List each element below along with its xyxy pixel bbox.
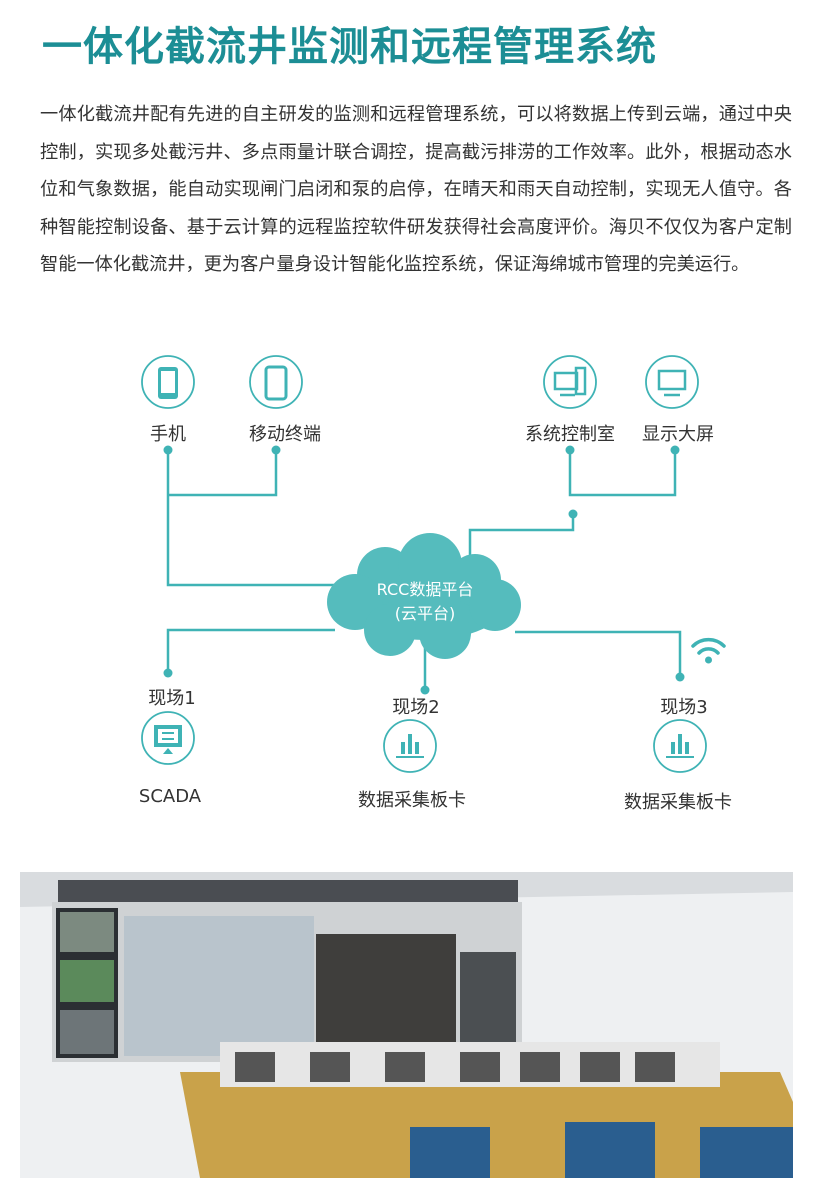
node-label-display-screen: 显示大屏 <box>642 424 714 445</box>
site-label-1: 现场1 <box>148 688 196 709</box>
control-room-photo <box>20 872 793 1178</box>
cloud-label: RCC数据平台 <box>376 580 474 599</box>
bar-chart-icon <box>666 734 694 758</box>
scada-screen-icon <box>154 725 182 754</box>
cloud-sublabel: (云平台) <box>394 604 456 623</box>
computer-workstation-icon <box>553 366 587 397</box>
site-label-3: 现场3 <box>660 697 708 718</box>
site-device-3: 数据采集板卡 <box>624 792 732 813</box>
node-label-mobile-terminal: 移动终端 <box>249 424 321 445</box>
smartphone-icon <box>158 367 178 399</box>
node-label-phone: 手机 <box>150 424 186 445</box>
bar-chart-icon <box>396 734 424 758</box>
site-label-2: 现场2 <box>392 697 440 718</box>
cloud-icon <box>327 533 521 659</box>
system-diagram: 手机 移动终端 系统控制室 显示大屏 RCC数据平台 (云平台) 现场1 现场2… <box>0 340 813 840</box>
node-label-control-room: 系统控制室 <box>525 424 615 445</box>
description-paragraph: 一体化截流井配有先进的自主研发的监测和远程管理系统，可以将数据上传到云端，通过中… <box>40 104 792 276</box>
site-device-1: SCADA <box>138 786 202 807</box>
monitor-icon <box>657 369 687 397</box>
wifi-icon <box>691 637 726 655</box>
control-room-image <box>20 872 793 1178</box>
page-title: 一体化截流井监测和远程管理系统 <box>42 24 657 70</box>
mobile-terminal-icon <box>264 365 288 401</box>
site-device-2: 数据采集板卡 <box>358 790 466 811</box>
diagram-lines <box>141 355 726 773</box>
